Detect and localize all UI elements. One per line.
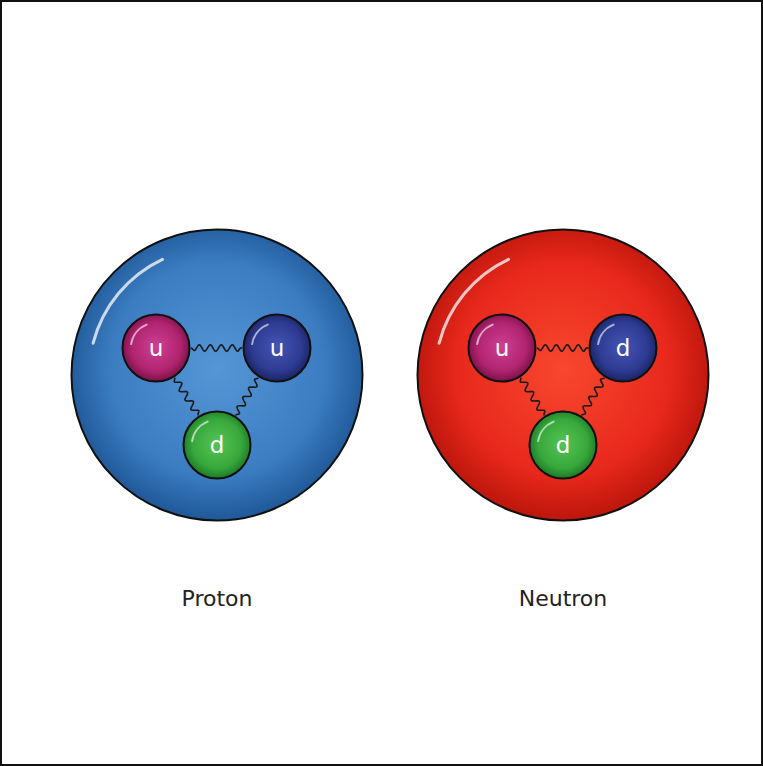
circle-fill xyxy=(123,315,190,382)
circle-fill xyxy=(184,412,251,479)
quark-highlight xyxy=(192,422,208,442)
quark-highlight xyxy=(598,325,614,345)
quark-letter: u xyxy=(270,337,285,360)
gluon-line xyxy=(581,378,604,415)
down-quark: d xyxy=(588,313,658,383)
quark-letter: u xyxy=(495,337,510,360)
neutron-sphere: Neutronudd xyxy=(416,228,710,522)
quark-highlight xyxy=(252,325,268,345)
quark-letter: d xyxy=(616,337,631,360)
gluon-line xyxy=(235,378,258,415)
particle-name: Neutron xyxy=(519,586,608,612)
up-quark: u xyxy=(467,313,537,383)
quark-highlight xyxy=(477,325,493,345)
proton-sphere: Protonuud xyxy=(70,228,364,522)
particle-name: Proton xyxy=(182,586,253,612)
circle-fill xyxy=(418,230,709,521)
circle-fill xyxy=(244,315,311,382)
quark-letter: d xyxy=(210,434,225,457)
circle-fill xyxy=(530,412,597,479)
quark-highlight xyxy=(131,325,147,345)
gluon-line xyxy=(191,345,242,351)
circle-fill xyxy=(469,315,536,382)
circle-fill xyxy=(72,230,363,521)
up-quark: u xyxy=(242,313,312,383)
gluon-line xyxy=(174,378,199,416)
down-quark: d xyxy=(528,410,598,480)
gluon-line xyxy=(520,378,545,416)
gluon-line xyxy=(537,345,588,351)
quark-letter: d xyxy=(556,434,571,457)
circle-fill xyxy=(590,315,657,382)
quark-highlight xyxy=(538,422,554,442)
down-quark: d xyxy=(182,410,252,480)
quark-letter: u xyxy=(149,337,164,360)
up-quark: u xyxy=(121,313,191,383)
